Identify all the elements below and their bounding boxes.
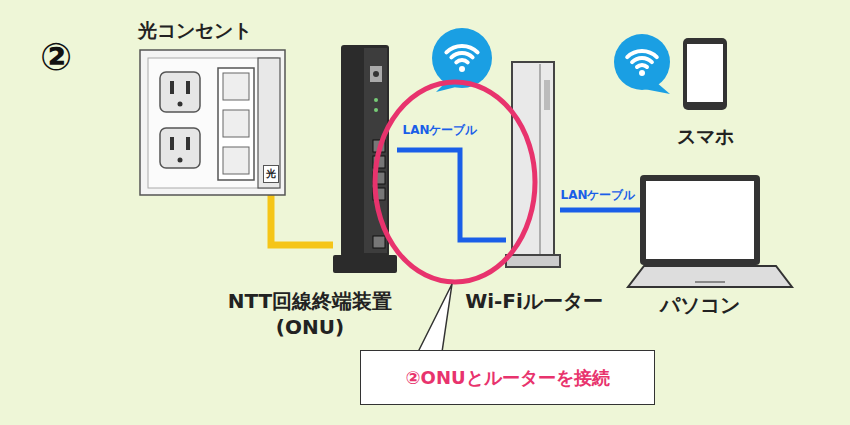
optical-outlet-part [160, 128, 200, 168]
optical-outlet-part [223, 73, 249, 100]
device-label: ②ONUとルーターを接続 [405, 366, 609, 389]
device-label: NTT回線終端装置 (ONU) [210, 288, 410, 340]
wifi-icon-part [614, 34, 670, 90]
onu-device-part [373, 236, 385, 248]
optical-outlet-part [223, 147, 249, 174]
onu-device-part [373, 71, 379, 77]
optical-outlet-part [186, 137, 190, 150]
cable-line [271, 195, 333, 245]
wifi-icon [614, 34, 670, 94]
wifi-icon-part [432, 28, 492, 88]
outlet-box: 光コンセント光 [140, 50, 285, 195]
onu-device-part [370, 66, 382, 82]
optical-outlet-part [178, 158, 183, 163]
cable-line [397, 150, 506, 240]
wifi-icon-part [639, 70, 645, 76]
optical-outlet-part [170, 81, 174, 94]
step-number: ② [40, 38, 72, 76]
optical-outlet-part [178, 102, 183, 107]
port-label: 光 [264, 166, 278, 182]
smartphone-part [687, 44, 723, 102]
optical-outlet-part [140, 50, 285, 195]
onu-box: NTT回線終端装置 (ONU) [333, 45, 397, 273]
cable-label: LANケーブル [559, 188, 638, 202]
optical-outlet-part [186, 81, 190, 94]
optical-outlet-part [218, 68, 254, 180]
wifi-router-part [539, 64, 541, 255]
onu-device-part [374, 98, 378, 102]
callout-leader [418, 284, 452, 352]
cable-line [560, 208, 640, 213]
optical-outlet-part [258, 58, 280, 188]
phone-box: スマホ [683, 38, 727, 110]
wifi-icon-part [627, 51, 657, 67]
device-label: Wi-Fiルーター [434, 288, 634, 314]
device-label: 光コンセント [138, 18, 252, 43]
optical-outlet-part [160, 72, 200, 112]
optical-outlet-part [170, 137, 174, 150]
wifi-router-part [506, 255, 560, 267]
device-label: パソコン [625, 292, 775, 318]
onu-device-part [374, 108, 378, 112]
smartphone [683, 38, 727, 110]
router-box: Wi-Fiルーター [506, 62, 560, 267]
wifi-icon-part [459, 66, 465, 72]
laptop-part [646, 181, 754, 259]
optical-outlet-part [223, 110, 249, 137]
callout-box: ②ONUとルーターを接続 [360, 350, 655, 405]
laptop-box: パソコン [640, 175, 760, 265]
laptop-part [695, 281, 725, 283]
laptop-part [628, 266, 792, 287]
onu-device-part [333, 255, 397, 273]
optical-outlet [140, 50, 285, 195]
highlight-circle [375, 82, 535, 282]
laptop [628, 175, 792, 287]
wifi-router-part [544, 80, 550, 110]
wifi-icon-part [446, 46, 477, 62]
laptop-part [640, 175, 760, 265]
cable-label: LANケーブル [401, 123, 480, 137]
device-label: スマホ [625, 124, 785, 149]
smartphone-part [683, 38, 727, 110]
